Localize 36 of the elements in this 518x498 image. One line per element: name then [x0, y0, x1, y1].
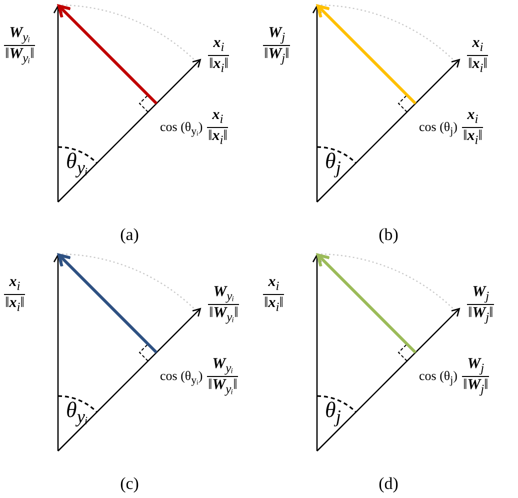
fraction-denominator: ‖x$_{i}$‖ [4, 296, 26, 314]
fraction-denominator: ‖x$_{i}$‖ [263, 296, 284, 314]
fraction-denominator: ‖x$_{i}$‖ [462, 129, 484, 148]
fraction-denominator: ‖W$_{j}$‖ [263, 47, 290, 66]
cosine-label: cos (θ$_{yᵢ}$) [160, 369, 203, 386]
fraction-denominator: ‖W$_{yᵢ}$‖ [4, 47, 36, 66]
fraction-numerator: W$_{yᵢ}$ [212, 285, 236, 304]
angle-label: θ$_{yᵢ}$ [66, 150, 88, 177]
fraction-numerator: x$_{i}$ [466, 108, 480, 126]
panel-caption: (b) [378, 226, 398, 243]
fraction-numerator: W$_{j}$ [466, 357, 486, 376]
cosine-label: cos (θ$_{j}$) [419, 120, 458, 138]
fraction-denominator: ‖W$_{yᵢ}$‖ [207, 378, 238, 396]
fraction-numerator: x$_{i}$ [267, 275, 280, 294]
cosine-label: cos (θ$_{yᵢ}$) [160, 120, 203, 138]
fraction-denominator: ‖W$_{j}$‖ [462, 378, 490, 396]
fraction-numerator: W$_{j}$ [471, 285, 490, 304]
fraction-numerator: x$_{i}$ [471, 36, 484, 54]
fraction-numerator: x$_{i}$ [212, 36, 226, 54]
fraction-numerator: W$_{j}$ [267, 26, 286, 44]
fraction-denominator: ‖W$_{j}$‖ [467, 306, 494, 324]
angle-label: θ$_{yᵢ}$ [66, 399, 88, 426]
angle-label: θ$_{j}$ [325, 150, 341, 177]
fraction-numerator: W$_{yᵢ}$ [211, 357, 234, 376]
panel-caption: (d) [378, 475, 398, 492]
cosine-label: cos (θ$_{j}$) [419, 369, 458, 386]
panel-caption: (c) [120, 475, 139, 492]
fraction-denominator: ‖W$_{yᵢ}$‖ [208, 306, 240, 324]
fraction-denominator: ‖x$_{i}$‖ [207, 129, 228, 148]
fraction-numerator: x$_{i}$ [211, 108, 224, 126]
fraction-numerator: x$_{i}$ [8, 275, 22, 294]
fraction-denominator: ‖x$_{i}$‖ [467, 57, 488, 76]
angle-label: θ$_{j}$ [325, 399, 341, 426]
fraction-numerator: W$_{yᵢ}$ [8, 26, 32, 44]
fraction-denominator: ‖x$_{i}$‖ [208, 57, 230, 76]
panel-caption: (a) [120, 226, 139, 243]
